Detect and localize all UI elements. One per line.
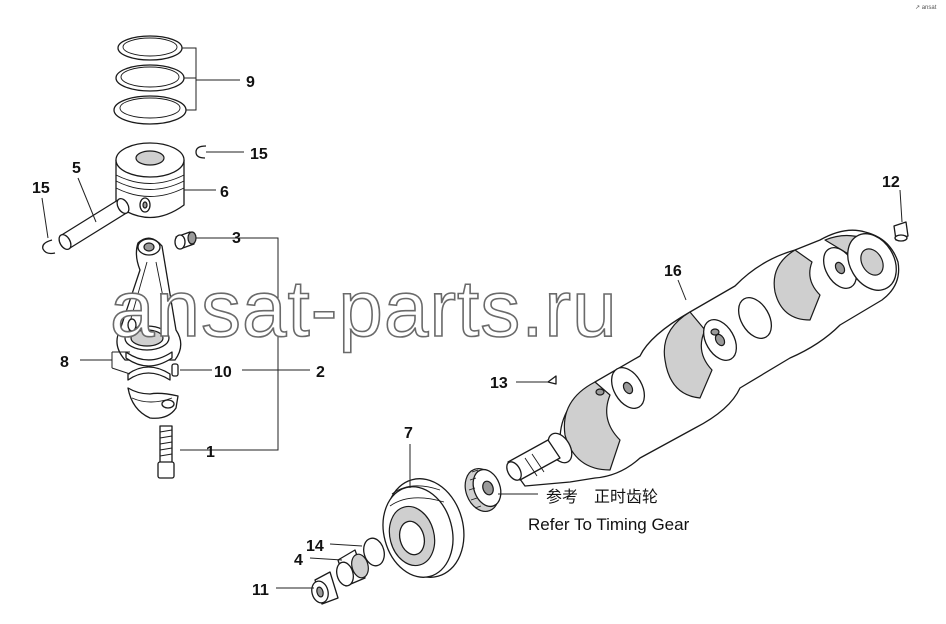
callout-8: 8 (60, 354, 69, 371)
callout-13: 13 (490, 375, 508, 392)
callout-15-left: 15 (32, 180, 50, 197)
callout-labels: 9 15 5 15 6 3 8 10 2 1 12 16 13 7 14 4 1… (32, 74, 900, 599)
callout-12: 12 (882, 174, 900, 191)
crank-pulley-part[interactable] (373, 470, 474, 586)
piston-rings-part[interactable] (113, 35, 187, 125)
note-english: Refer To Timing Gear (528, 515, 690, 534)
callout-14: 14 (306, 538, 324, 555)
rod-bushing-part[interactable] (174, 231, 197, 250)
callout-2: 2 (316, 364, 325, 381)
watermark: ansat-parts.ru (110, 264, 618, 353)
snap-ring-right-part[interactable] (195, 145, 207, 159)
crank-nut-part[interactable] (309, 571, 339, 605)
piston-pin-part[interactable] (57, 197, 132, 252)
piston-part[interactable] (115, 142, 185, 218)
flange-dowel-part[interactable] (893, 221, 909, 242)
callout-3: 3 (232, 230, 241, 247)
callout-4: 4 (294, 552, 303, 569)
callout-7: 7 (404, 425, 413, 442)
callout-6: 6 (220, 184, 229, 201)
corner-mark: ↗ ansat (915, 5, 937, 11)
woodruff-key-part[interactable] (547, 375, 557, 385)
snap-ring-left-part[interactable] (42, 239, 56, 255)
callout-16: 16 (664, 263, 682, 280)
connecting-rod-part[interactable] (116, 237, 182, 361)
callout-11: 11 (252, 582, 269, 599)
callout-1: 1 (206, 444, 215, 461)
callout-15-right: 15 (250, 146, 268, 163)
crankshaft-part[interactable] (504, 225, 906, 487)
spacer-part[interactable] (334, 549, 371, 588)
seal-ring-part[interactable] (361, 536, 388, 568)
callout-9: 9 (246, 74, 255, 91)
timing-gear-part[interactable] (459, 464, 505, 516)
rod-bolt-part[interactable] (157, 425, 175, 479)
rod-bearing-shells-part[interactable] (125, 351, 173, 381)
dowel-pin-part[interactable] (171, 363, 179, 377)
rod-cap-part[interactable] (127, 387, 179, 419)
leader-lines (41, 47, 903, 589)
note-chinese: 参考 正时齿轮 (546, 487, 658, 506)
callout-10: 10 (214, 364, 232, 381)
callout-5: 5 (72, 160, 81, 177)
